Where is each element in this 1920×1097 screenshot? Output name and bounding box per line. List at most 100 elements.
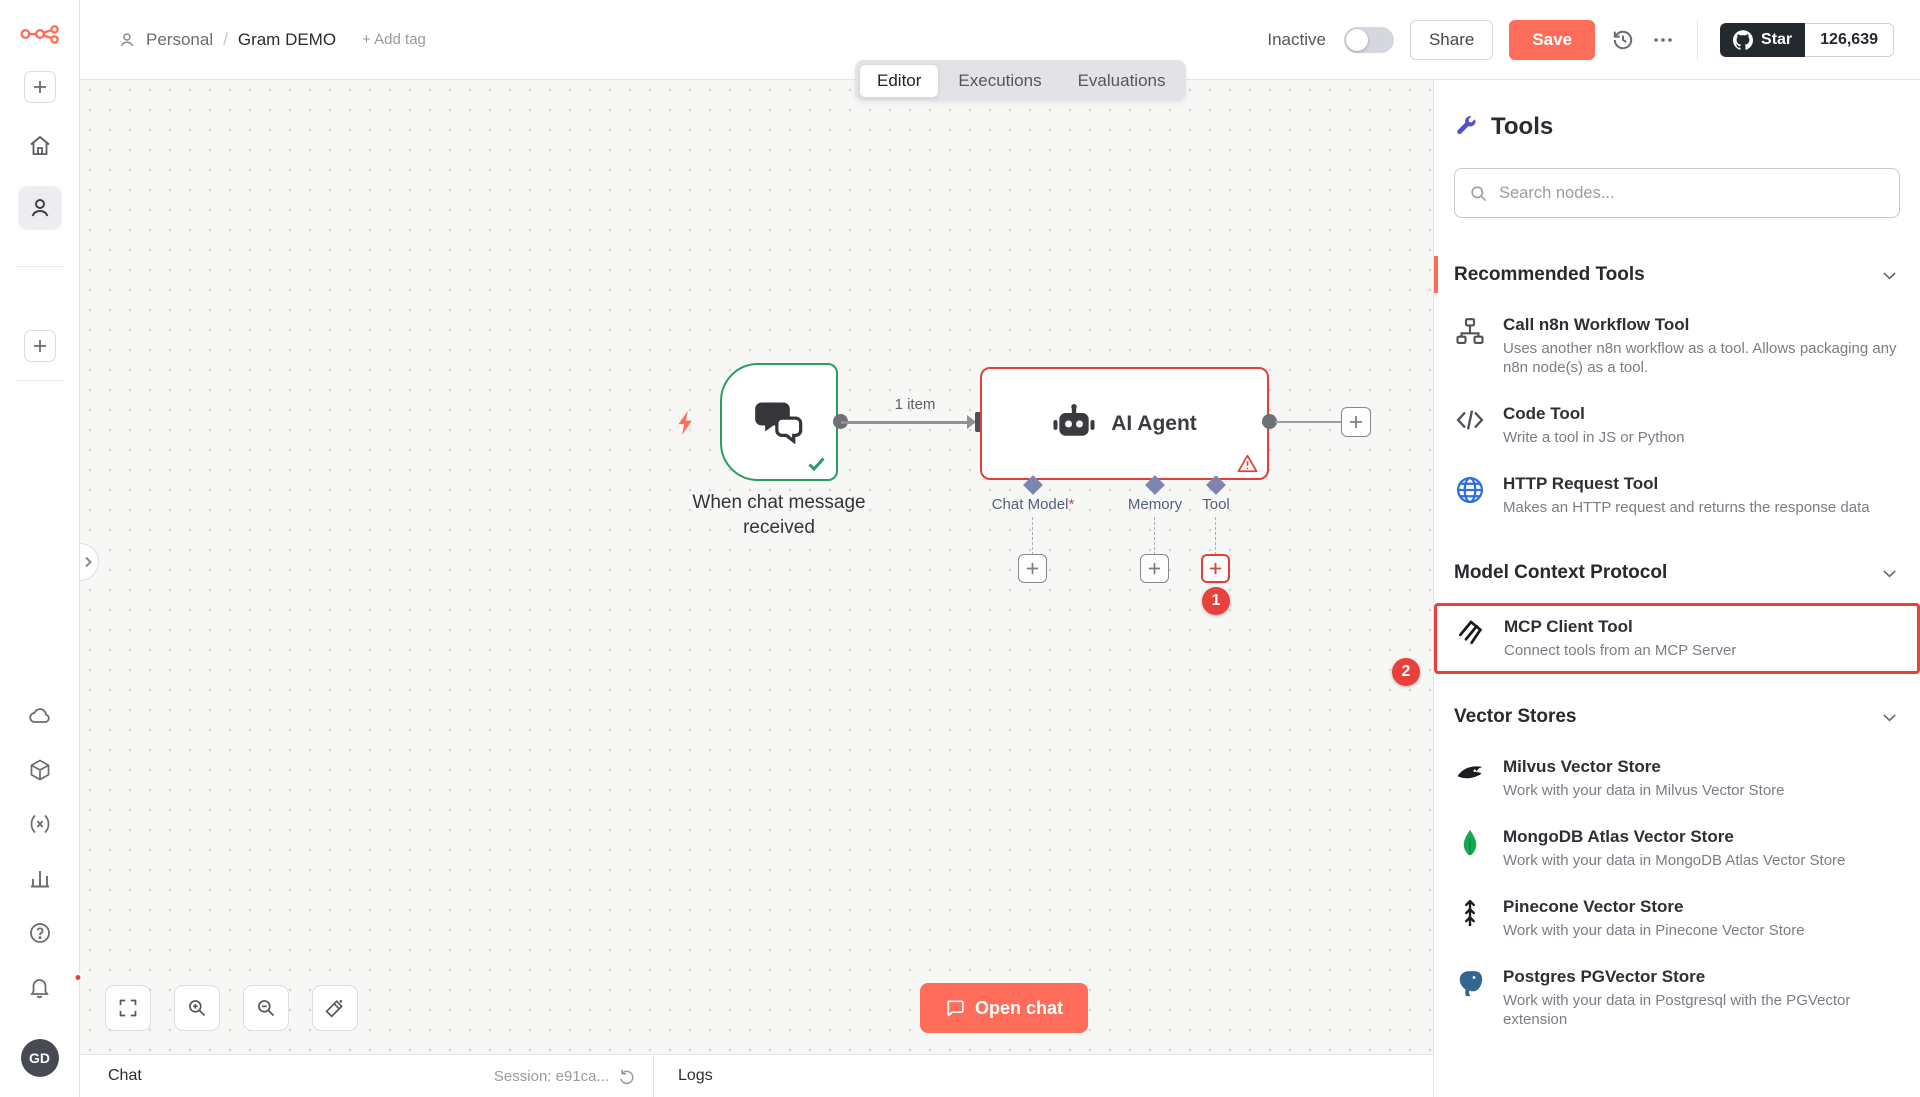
fit-view-icon	[119, 999, 137, 1017]
node-item-title: Pinecone Vector Store	[1503, 897, 1684, 916]
chat-model-connector-line	[1032, 517, 1033, 555]
sidebar-item-templates[interactable]	[28, 758, 52, 782]
robot-icon	[1053, 403, 1095, 436]
trigger-output-port[interactable]	[833, 414, 848, 429]
section-vector-stores: Vector Stores Milvus Vector Store Work w…	[1434, 686, 1920, 1042]
ai-agent-node[interactable]: AI Agent	[980, 367, 1269, 480]
mcp-highlight-box: MCP Client Tool Connect tools from an MC…	[1434, 603, 1920, 674]
step-1-badge: 1	[1202, 587, 1230, 615]
node-item-text: Call n8n Workflow Tool Uses another n8n …	[1503, 314, 1898, 377]
mongodb-leaf-icon	[1454, 827, 1486, 859]
section-header-model-context-protocol[interactable]: Model Context Protocol	[1434, 542, 1920, 599]
section-header-recommended-tools[interactable]: Recommended Tools	[1434, 244, 1920, 301]
zoom-out-button[interactable]	[243, 985, 289, 1031]
cloud-icon	[28, 708, 50, 723]
node-item-mongodb-atlas-vector-store[interactable]: MongoDB Atlas Vector Store Work with you…	[1434, 813, 1920, 883]
notification-dot	[73, 973, 82, 982]
zoom-out-icon	[258, 1000, 275, 1017]
node-item-title: Milvus Vector Store	[1503, 757, 1661, 776]
sidebar-item-personal[interactable]	[17, 186, 62, 230]
workflow-canvas[interactable]: When chat message received 1 item AI Age…	[80, 80, 1433, 1054]
chat-trigger-node[interactable]	[720, 363, 838, 481]
tidy-up-button[interactable]	[312, 985, 358, 1031]
chat-panel-label[interactable]: Chat	[108, 1067, 142, 1084]
add-chat-model-button[interactable]	[1018, 554, 1047, 583]
node-item-title: Call n8n Workflow Tool	[1503, 315, 1690, 334]
chevron-right-icon	[85, 556, 92, 568]
workflow-history-button[interactable]	[1611, 28, 1635, 52]
trigger-bolt-icon	[678, 410, 692, 436]
sidebar-item-home[interactable]	[28, 134, 52, 158]
sidebar-item-insights[interactable]	[28, 866, 52, 890]
chat-bubbles-icon	[755, 402, 803, 445]
breadcrumb-project[interactable]: Personal	[146, 29, 214, 49]
logs-panel-label[interactable]: Logs	[678, 1067, 713, 1084]
help-icon	[29, 923, 50, 943]
activation-toggle[interactable]	[1343, 26, 1394, 53]
node-item-description: Makes an HTTP request and returns the re…	[1503, 499, 1870, 516]
node-item-code-tool[interactable]: Code Tool Write a tool in JS or Python	[1434, 390, 1920, 460]
output-connection-line	[1275, 421, 1341, 423]
sidebar-expand-button[interactable]	[80, 543, 99, 581]
tab-evaluations[interactable]: Evaluations	[1077, 70, 1166, 90]
zoom-in-button[interactable]	[174, 985, 220, 1031]
user-avatar[interactable]: GD	[20, 1039, 59, 1077]
tab-editor[interactable]: Editor	[859, 63, 940, 98]
tool-connector-line	[1215, 517, 1216, 555]
search-icon	[1471, 185, 1487, 201]
workflow-name[interactable]: Gram DEMO	[237, 29, 337, 49]
open-chat-button[interactable]: Open chat	[920, 983, 1088, 1033]
add-workflow-button[interactable]	[23, 71, 56, 103]
tab-executions[interactable]: Executions	[958, 70, 1042, 90]
success-check-icon	[808, 457, 825, 471]
search-nodes-input[interactable]	[1499, 183, 1885, 203]
node-item-mcp-client-tool[interactable]: MCP Client Tool Connect tools from an MC…	[1437, 606, 1917, 671]
github-star-count[interactable]: 126,639	[1805, 22, 1894, 57]
node-item-text: Code Tool Write a tool in JS or Python	[1503, 403, 1684, 447]
reset-session-icon[interactable]	[619, 1067, 637, 1085]
node-item-milvus-vector-store[interactable]: Milvus Vector Store Work with your data …	[1434, 743, 1920, 813]
more-options-button[interactable]	[1651, 28, 1675, 52]
node-item-text: HTTP Request Tool Makes an HTTP request …	[1503, 473, 1870, 517]
agent-output-port[interactable]	[1262, 414, 1277, 429]
save-button[interactable]: Save	[1509, 19, 1596, 60]
add-project-button[interactable]	[23, 330, 56, 362]
connection-arrow	[967, 415, 976, 429]
postgres-elephant-icon	[1454, 967, 1486, 999]
chat-model-label: Chat Model*	[991, 496, 1075, 513]
node-item-postgres-pgvector-store[interactable]: Postgres PGVector Store Work with your d…	[1434, 953, 1920, 1042]
add-tool-button[interactable]	[1201, 554, 1230, 583]
user-icon	[120, 32, 134, 46]
chat-panel-header[interactable]: Chat Session: e91ca...	[80, 1055, 653, 1097]
fit-view-button[interactable]	[105, 985, 151, 1031]
node-item-http-request-tool[interactable]: HTTP Request Tool Makes an HTTP request …	[1434, 460, 1920, 530]
agent-input-port[interactable]	[975, 412, 983, 432]
node-item-description: Work with your data in Pinecone Vector S…	[1503, 922, 1805, 939]
add-tag-button[interactable]: + Add tag	[362, 31, 426, 48]
sidebar-item-cloud[interactable]	[28, 704, 52, 728]
node-item-call-n8n-workflow-tool[interactable]: Call n8n Workflow Tool Uses another n8n …	[1434, 301, 1920, 390]
github-star-widget[interactable]: Star 126,639	[1720, 22, 1894, 57]
add-next-node-button[interactable]	[1341, 407, 1371, 437]
sidebar-item-variables[interactable]	[28, 812, 52, 836]
connection-line	[841, 421, 973, 424]
sidebar-item-help[interactable]	[28, 921, 52, 945]
node-item-description: Work with your data in Milvus Vector Sto…	[1503, 782, 1785, 799]
chat-bubble-icon	[947, 1000, 964, 1017]
node-item-pinecone-vector-store[interactable]: Pinecone Vector Store Work with your dat…	[1434, 883, 1920, 953]
avatar-initials: GD	[20, 1039, 59, 1077]
home-icon	[29, 135, 50, 155]
sidebar-item-notifications[interactable]	[0, 973, 82, 999]
add-memory-button[interactable]	[1140, 554, 1169, 583]
breadcrumb: Personal / Gram DEMO + Add tag	[118, 30, 426, 50]
view-tabs: Editor Executions Evaluations	[855, 60, 1187, 101]
search-nodes-box[interactable]	[1454, 168, 1900, 218]
n8n-logo[interactable]	[19, 21, 60, 47]
section-header-vector-stores[interactable]: Vector Stores	[1434, 686, 1920, 743]
section-recommended-tools: Recommended Tools Call n8n Workflow Tool…	[1434, 244, 1920, 530]
github-star-button[interactable]: Star	[1720, 22, 1806, 57]
share-button[interactable]: Share	[1409, 19, 1494, 60]
history-clock-icon	[1613, 30, 1633, 49]
github-icon	[1733, 29, 1754, 50]
